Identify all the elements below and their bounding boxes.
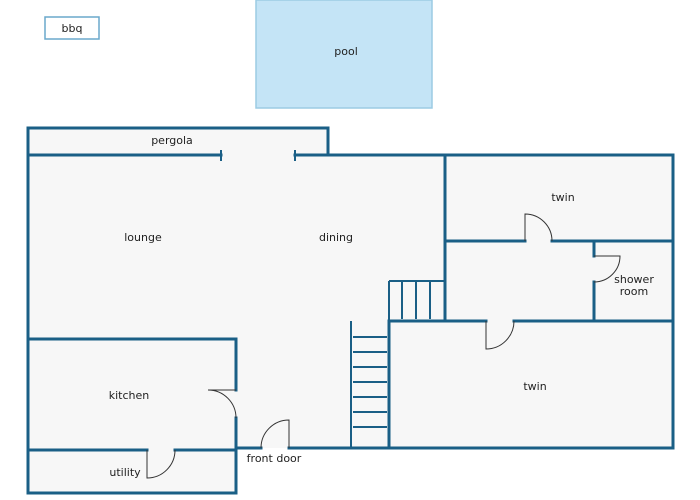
staircase [350, 280, 445, 448]
dining-label: dining [319, 231, 353, 244]
pool [255, 0, 433, 109]
twin-top-door-swing [524, 213, 553, 242]
twin-bottom-door-swing [485, 320, 515, 350]
walls [26, 126, 675, 495]
shower-door-swing [593, 255, 621, 283]
doors [146, 213, 621, 479]
shower-room-label-line1: shower [614, 273, 654, 286]
utility-door-swing [146, 449, 176, 479]
pergola-opening-ticks [220, 150, 296, 161]
pergola-label: pergola [151, 134, 193, 147]
utility-label: utility [109, 466, 141, 479]
kitchen-door-swing [207, 389, 237, 419]
front-door-swing [260, 419, 290, 449]
twin-top-label: twin [551, 191, 574, 204]
bbq-box [44, 16, 100, 40]
twin-bottom-label: twin [523, 380, 546, 393]
kitchen-label: kitchen [109, 389, 150, 402]
bbq-label: bbq [62, 22, 83, 35]
floor-area [28, 128, 673, 493]
shower-room-label-line2: room [620, 285, 648, 298]
lounge-label: lounge [124, 231, 162, 244]
front-door-label: front door [247, 452, 302, 465]
pool-label: pool [334, 45, 358, 58]
